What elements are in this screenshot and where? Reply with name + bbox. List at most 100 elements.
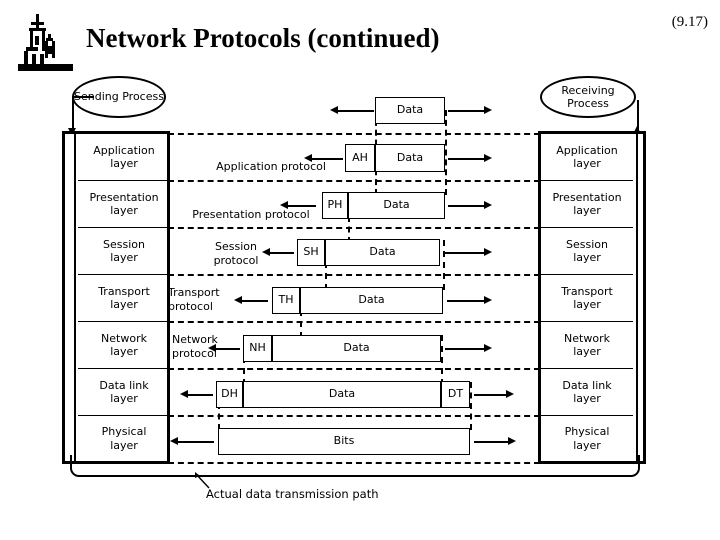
receiving-layer-physical[interactable]: Physical layer bbox=[541, 416, 633, 461]
band-separator-physical bbox=[168, 462, 540, 464]
row6-right-arrow-line bbox=[445, 348, 486, 350]
pdu-process-data-payload[interactable]: Data bbox=[375, 97, 445, 124]
page-title: Network Protocols (continued) bbox=[86, 23, 440, 53]
segment-label: DT bbox=[447, 387, 464, 401]
layer-label: Application layer bbox=[93, 143, 155, 170]
row5-right-arrow-head bbox=[484, 296, 492, 304]
encapsulation-guide-sh-right bbox=[443, 240, 445, 290]
sending-process-connector-h bbox=[72, 96, 94, 98]
layer-label: Presentation layer bbox=[89, 190, 159, 217]
layer-label: Network layer bbox=[564, 331, 610, 358]
receiving-process-label: Receiving Process bbox=[561, 83, 615, 110]
row5-right-arrow-line bbox=[447, 300, 486, 302]
protocol-label-transport: Transport protocol bbox=[168, 286, 220, 313]
row8-left-arrow-line bbox=[176, 441, 214, 443]
sending-layer-physical[interactable]: Physical layer bbox=[78, 416, 170, 461]
protocol-label-application: Application protocol bbox=[216, 160, 326, 173]
pdu-presentation-payload[interactable]: Data bbox=[348, 192, 445, 219]
row4-left-arrow-head bbox=[262, 248, 270, 256]
layer-label: Data link layer bbox=[99, 378, 149, 405]
transmission-path-caption: Actual data transmission path bbox=[206, 487, 379, 501]
receiving-layer-session[interactable]: Session layer bbox=[541, 228, 633, 275]
row7-right-arrow-line bbox=[474, 394, 508, 396]
transmission-path-leader-icon bbox=[195, 472, 210, 489]
protocol-label-session: Session protocol bbox=[213, 240, 259, 267]
sending-layer-presentation[interactable]: Presentation layer bbox=[78, 181, 170, 228]
pdu-session-payload[interactable]: Data bbox=[325, 239, 440, 266]
pdu-datalink-trailer[interactable]: DT bbox=[441, 381, 470, 408]
row3-left-arrow-line bbox=[286, 205, 316, 207]
sending-layer-transport[interactable]: Transport layer bbox=[78, 275, 170, 322]
band-separator-transport bbox=[168, 321, 540, 323]
receiving-layer-presentation[interactable]: Presentation layer bbox=[541, 181, 633, 228]
segment-label: Bits bbox=[333, 434, 355, 448]
segment-label: Data bbox=[369, 245, 396, 259]
row8-left-arrow-head bbox=[170, 437, 178, 445]
row2-right-arrow-line bbox=[448, 158, 486, 160]
band-separator-app bbox=[168, 180, 540, 182]
church-building-logo-icon bbox=[18, 14, 78, 72]
layer-label: Application layer bbox=[556, 143, 618, 170]
row5-left-arrow-line bbox=[240, 300, 268, 302]
protocol-label-network: Network protocol bbox=[172, 333, 218, 360]
sending-stack-inner-rail bbox=[74, 134, 76, 461]
row1-right-arrow-head bbox=[484, 106, 492, 114]
layer-label: Physical layer bbox=[101, 425, 147, 452]
segment-label: DH bbox=[221, 387, 238, 401]
band-separator-session bbox=[168, 274, 540, 276]
receiving-layer-transport[interactable]: Transport layer bbox=[541, 275, 633, 322]
segment-label: Data bbox=[383, 198, 410, 212]
receiving-layer-datalink[interactable]: Data link layer bbox=[541, 369, 633, 416]
row7-left-arrow-head bbox=[180, 390, 188, 398]
layer-label: Session layer bbox=[566, 237, 608, 264]
row4-right-arrow-line bbox=[444, 252, 486, 254]
segment-label: SH bbox=[303, 245, 319, 259]
row6-left-arrow-head bbox=[208, 344, 216, 352]
encapsulation-guide-dt bbox=[470, 382, 472, 430]
pdu-datalink-header[interactable]: DH bbox=[216, 381, 243, 408]
layer-label: Transport layer bbox=[98, 284, 150, 311]
segment-label: Data bbox=[343, 341, 370, 355]
segment-label: Data bbox=[328, 387, 356, 401]
layer-label: Data link layer bbox=[562, 378, 612, 405]
pdu-presentation-header[interactable]: PH bbox=[322, 192, 348, 219]
sending-process-label: Sending Process bbox=[74, 90, 164, 104]
pdu-transport-header[interactable]: TH bbox=[272, 287, 300, 314]
sending-layer-datalink[interactable]: Data link layer bbox=[78, 369, 170, 416]
row5-left-arrow-head bbox=[234, 296, 242, 304]
pdu-transport-payload[interactable]: Data bbox=[300, 287, 443, 314]
row4-left-arrow-line bbox=[268, 252, 294, 254]
pdu-physical-bits[interactable]: Bits bbox=[218, 428, 470, 455]
sending-layer-session[interactable]: Session layer bbox=[78, 228, 170, 275]
row4-right-arrow-head bbox=[484, 248, 492, 256]
segment-label: Data bbox=[358, 293, 385, 307]
encapsulation-guide-nh-right bbox=[441, 335, 443, 385]
sending-host-osi-stack: Application layer Presentation layer Ses… bbox=[62, 131, 170, 464]
receiving-layer-network[interactable]: Network layer bbox=[541, 322, 633, 369]
row1-left-arrow-head bbox=[330, 106, 338, 114]
receiving-layer-application[interactable]: Application layer bbox=[541, 134, 633, 181]
pdu-session-header[interactable]: SH bbox=[297, 239, 325, 266]
encapsulation-guide-ph bbox=[348, 195, 350, 243]
segment-label: PH bbox=[327, 198, 343, 212]
receiving-process-connector-v bbox=[637, 100, 639, 134]
row7-right-arrow-head bbox=[506, 390, 514, 398]
sending-layer-network[interactable]: Network layer bbox=[78, 322, 170, 369]
sending-process-connector-v bbox=[72, 96, 74, 132]
protocol-label-presentation: Presentation protocol bbox=[192, 208, 310, 221]
row3-left-arrow-head bbox=[280, 201, 288, 209]
row6-right-arrow-head bbox=[484, 344, 492, 352]
row2-left-arrow-head bbox=[304, 154, 312, 162]
pdu-network-header[interactable]: NH bbox=[243, 335, 272, 362]
pdu-network-payload[interactable]: Data bbox=[272, 335, 441, 362]
pdu-application-header[interactable]: AH bbox=[345, 144, 375, 172]
row3-right-arrow-head bbox=[484, 201, 492, 209]
layer-label: Session layer bbox=[103, 237, 145, 264]
pdu-datalink-payload[interactable]: Data bbox=[243, 381, 441, 408]
pdu-application-payload[interactable]: Data bbox=[375, 144, 445, 172]
sending-layer-application[interactable]: Application layer bbox=[78, 134, 170, 181]
layer-label: Presentation layer bbox=[552, 190, 622, 217]
layer-label: Network layer bbox=[101, 331, 147, 358]
segment-label: NH bbox=[249, 341, 266, 355]
layer-label: Transport layer bbox=[561, 284, 613, 311]
